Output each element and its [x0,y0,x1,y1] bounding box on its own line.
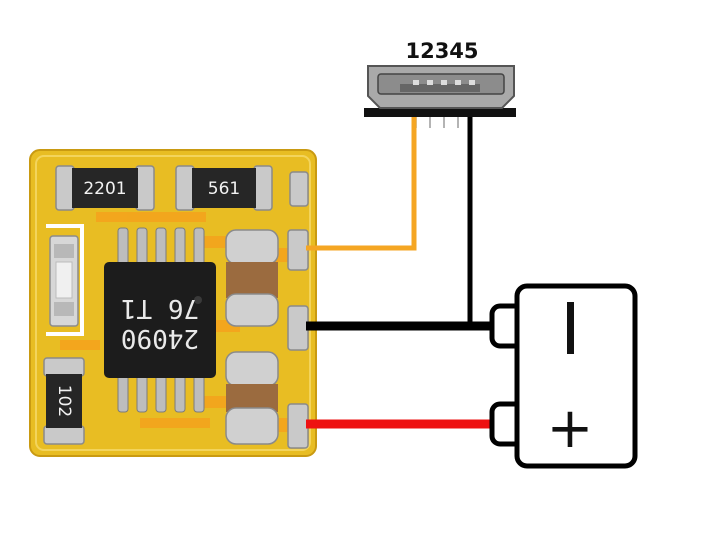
led-silkscreen [46,224,84,336]
resistor-top-left: 2201 [55,165,155,211]
battery: + [489,283,638,469]
battery-positive-sign: + [547,396,594,461]
battery-negative-sign [567,302,574,354]
resistor-bottom-left: 102 [43,357,85,445]
ic-pins-bottom [117,371,205,413]
resistor-top-left-code: 2201 [83,179,126,199]
ic-chip: 24090 76 T1 [104,227,216,413]
connector-tongue [400,84,480,92]
capacitor-lower [225,351,279,445]
connector-pin-numbers: 12345 [405,39,478,63]
ic-body [104,262,216,378]
micro-usb-connector: 12345 [364,39,516,128]
pad-battery-negative [287,305,309,351]
pad-top-right [289,171,309,207]
ic-marking-line-2: 76 T1 [121,293,199,323]
pad-battery-positive [287,403,309,449]
status-led [49,235,79,327]
pcb-edge-highlight [35,155,311,451]
connector-flange [364,108,516,117]
connector-pins [415,117,459,128]
resistor-top-middle: 561 [175,165,273,211]
ic-pin1-dot [194,296,202,304]
battery-body [514,283,638,469]
pad-vbus [287,229,309,271]
pcb-module: 2201 561 [29,149,317,457]
ic-marking-line-1: 24090 [121,323,199,353]
wire-vbus [306,117,417,251]
resistor-top-middle-code: 561 [208,179,240,199]
resistor-bottom-left-code: 102 [54,385,74,417]
connector-contacts [413,80,475,85]
capacitor-upper [225,229,279,327]
